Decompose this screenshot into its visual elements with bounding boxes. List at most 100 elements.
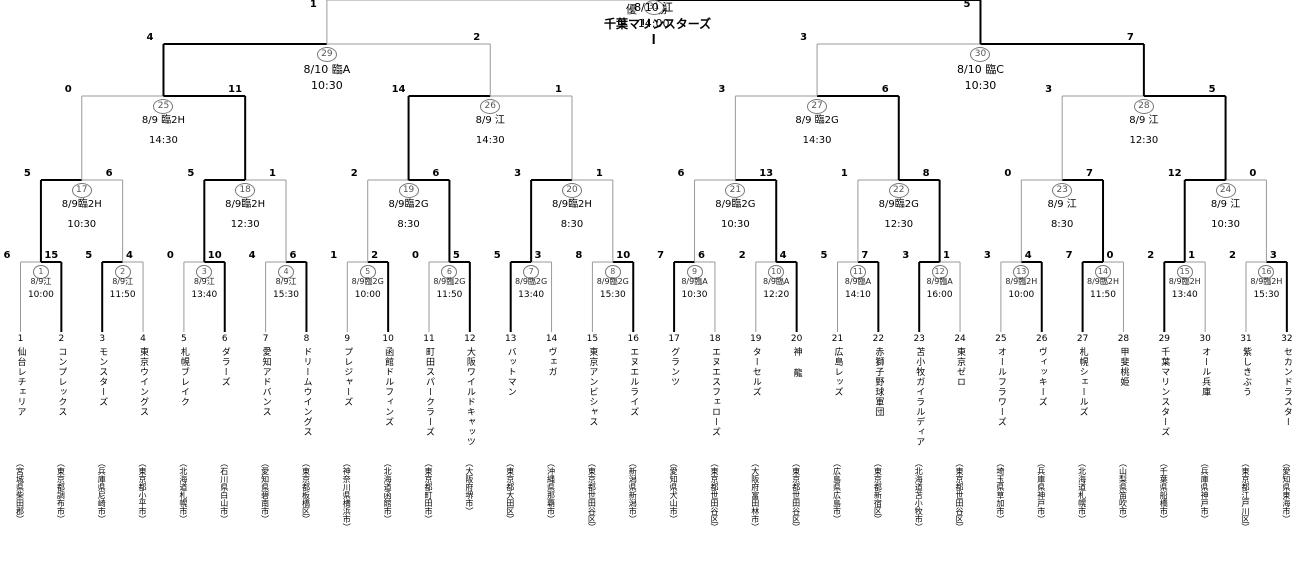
team-region: （大阪府富田林市） xyxy=(750,459,760,531)
team-seed: 23 xyxy=(913,334,925,344)
score-label: 8 xyxy=(922,168,930,179)
score-label: 8 xyxy=(575,250,583,261)
team-seed: 26 xyxy=(1036,334,1048,344)
match-time: 10:00 xyxy=(1008,290,1035,300)
match-number: 11 xyxy=(849,265,866,279)
match-number: 27 xyxy=(807,99,828,114)
team-seed: 32 xyxy=(1281,334,1293,344)
team-name: セカンドラスター xyxy=(1281,347,1292,427)
match-info: 8/9臨2G 8:30 xyxy=(369,198,449,232)
score-label: 15 xyxy=(44,250,59,261)
match-time: 15:30 xyxy=(273,290,299,300)
team-region: （東京都町田市） xyxy=(424,459,433,523)
match-info: 8/9江 11:50 xyxy=(83,276,163,301)
score-label: 3 xyxy=(718,84,726,95)
match-number: 13 xyxy=(1013,265,1030,279)
team-seed: 30 xyxy=(1199,334,1211,344)
match-time: 8:30 xyxy=(397,219,420,230)
match-number: 25 xyxy=(153,99,174,114)
match-date: 8/9 江 xyxy=(1047,199,1077,210)
match-date: 8/9臨2G xyxy=(715,199,756,210)
match-date: 8/9江 xyxy=(112,277,134,286)
score-label: 0 xyxy=(412,250,419,261)
team-region: （東京都世田谷区） xyxy=(955,459,965,531)
team-region: （北海道函館市） xyxy=(383,459,393,523)
match-time: 11:50 xyxy=(109,290,136,300)
match-date: 8/9江 xyxy=(193,277,215,286)
score-label: 5 xyxy=(85,250,93,261)
team-region: （宮城県柴田郡） xyxy=(15,459,25,523)
score-label: 6 xyxy=(697,250,705,261)
team-name: オールフラワーズ xyxy=(995,347,1006,427)
match-time: 11:50 xyxy=(436,290,463,300)
team-name: 紫しきぶう xyxy=(1241,347,1251,397)
team-name: 広島レッズ xyxy=(832,347,843,397)
team-name: ドリームウイングス xyxy=(301,347,312,437)
score-label: 0 xyxy=(166,250,174,261)
score-label: 5 xyxy=(1208,84,1216,95)
team-seed: 6 xyxy=(221,334,228,344)
match-date: 8/9臨2G xyxy=(515,277,548,286)
match-number: 19 xyxy=(398,183,419,198)
score-label: 2 xyxy=(1147,250,1155,261)
score-label: 6 xyxy=(3,250,11,261)
match-number: 3 xyxy=(196,265,213,279)
match-number: 26 xyxy=(480,99,501,114)
team-name: 札幌ブレイク xyxy=(178,347,189,407)
score-label: 3 xyxy=(800,32,808,43)
team-region: （沖縄県那覇市） xyxy=(546,459,556,523)
team-seed: 4 xyxy=(140,334,146,344)
team-seed: 18 xyxy=(709,334,721,344)
team-seed: 22 xyxy=(872,334,885,344)
team-name: プレジャーズ xyxy=(342,347,353,407)
team-seed: 21 xyxy=(831,334,844,344)
score-label: 12 xyxy=(1167,168,1182,179)
score-label: 11 xyxy=(228,84,243,95)
score-label: 3 xyxy=(983,250,991,261)
score-label: 7 xyxy=(1126,32,1134,43)
team-seed: 25 xyxy=(995,334,1007,344)
match-number: 12 xyxy=(931,265,948,279)
team-region: （北海道札幌市） xyxy=(178,459,188,523)
team-name: 東京アンビシャス xyxy=(587,347,598,427)
match-date: 8/9 江 xyxy=(1129,115,1159,126)
match-time: 12:30 xyxy=(230,219,260,230)
match-number: 29 xyxy=(316,47,337,62)
team-seed: 17 xyxy=(668,334,680,344)
team-region: （石川県白山市） xyxy=(219,459,229,523)
score-label: 10 xyxy=(207,250,222,261)
score-label: 5 xyxy=(187,168,195,179)
match-number: 5 xyxy=(359,265,376,279)
match-date: 8/9臨2H xyxy=(61,199,102,210)
match-date: 8/9臨2G xyxy=(433,277,466,286)
team-seed: 12 xyxy=(464,334,476,344)
match-date: 8/9臨2G xyxy=(388,199,429,210)
team-name: ダラーズ xyxy=(219,347,230,387)
match-date: 8/9 江 xyxy=(475,115,505,126)
team-seed: 8 xyxy=(303,334,310,344)
team-region: （千葉県船橋市） xyxy=(1159,459,1169,523)
score-label: 5 xyxy=(493,250,501,261)
team-name: 甲斐桃姫 xyxy=(1118,347,1129,387)
score-label: 13 xyxy=(759,168,774,179)
score-label: 14 xyxy=(391,84,406,95)
match-time: 10:30 xyxy=(720,219,750,230)
match-date: 8/10 臨A xyxy=(303,63,351,76)
match-date: 8/9臨A xyxy=(926,277,953,286)
match-date: 8/9臨A xyxy=(763,277,790,286)
team-name: 東京ゼロ xyxy=(955,347,966,387)
team-region: （愛知県犬山市） xyxy=(669,459,679,523)
